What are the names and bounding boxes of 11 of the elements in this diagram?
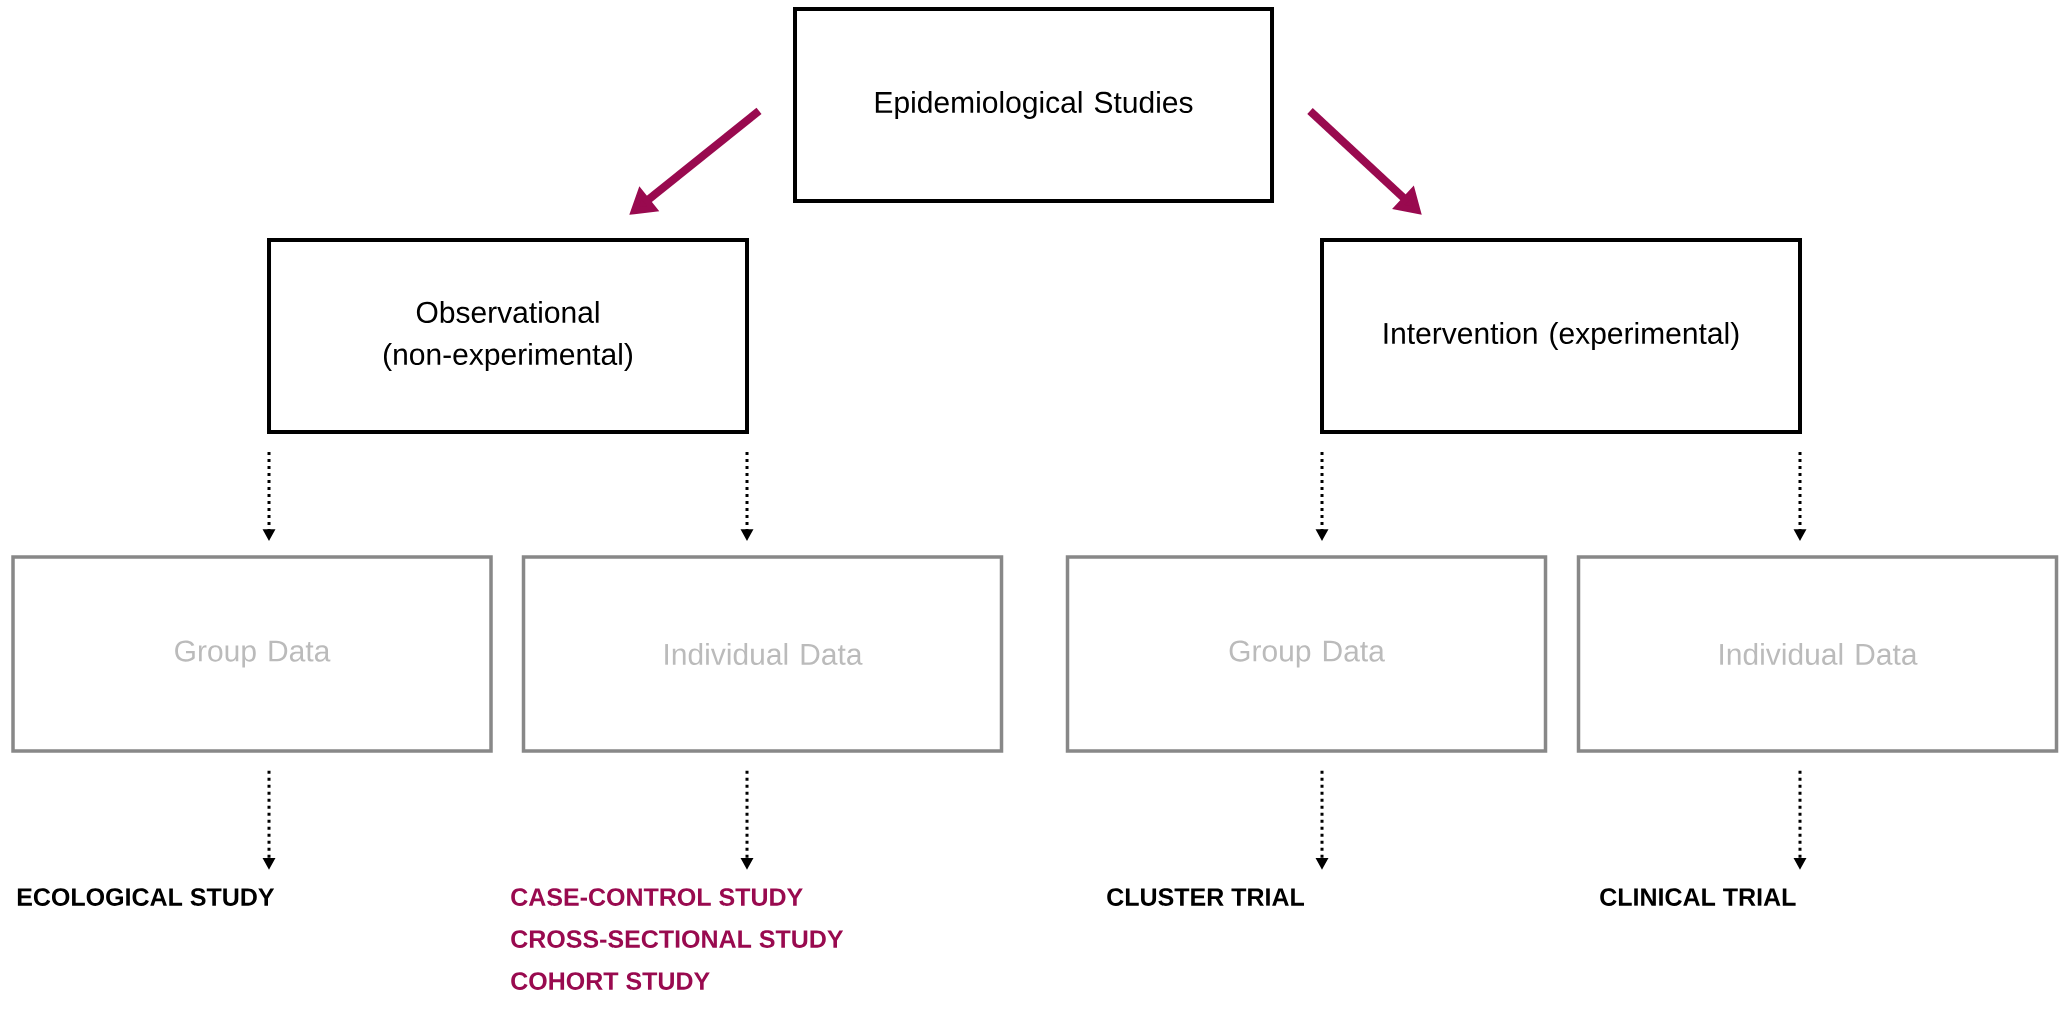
study-type-label: CLINICAL TRIAL [1600,888,1796,906]
data-type-box: Individual Data [521,555,1004,753]
data-type-box: Individual Data [1576,555,2059,753]
category-box: Intervention (experimental) [1320,238,1802,434]
data-type-box: Group Data [11,555,493,753]
data-type-box: Group Data [1065,555,1548,753]
category-box: Observational (non-experimental) [267,238,749,434]
study-type-label: CLUSTER TRIAL [1107,888,1304,906]
study-type-label: ECOLOGICAL STUDY [17,888,275,906]
study-type-label: CASE-CONTROL STUDY CROSS-SECTIONAL STUDY COHORT STUDY [511,888,844,990]
category-box: Epidemiological Studies [793,7,1274,203]
